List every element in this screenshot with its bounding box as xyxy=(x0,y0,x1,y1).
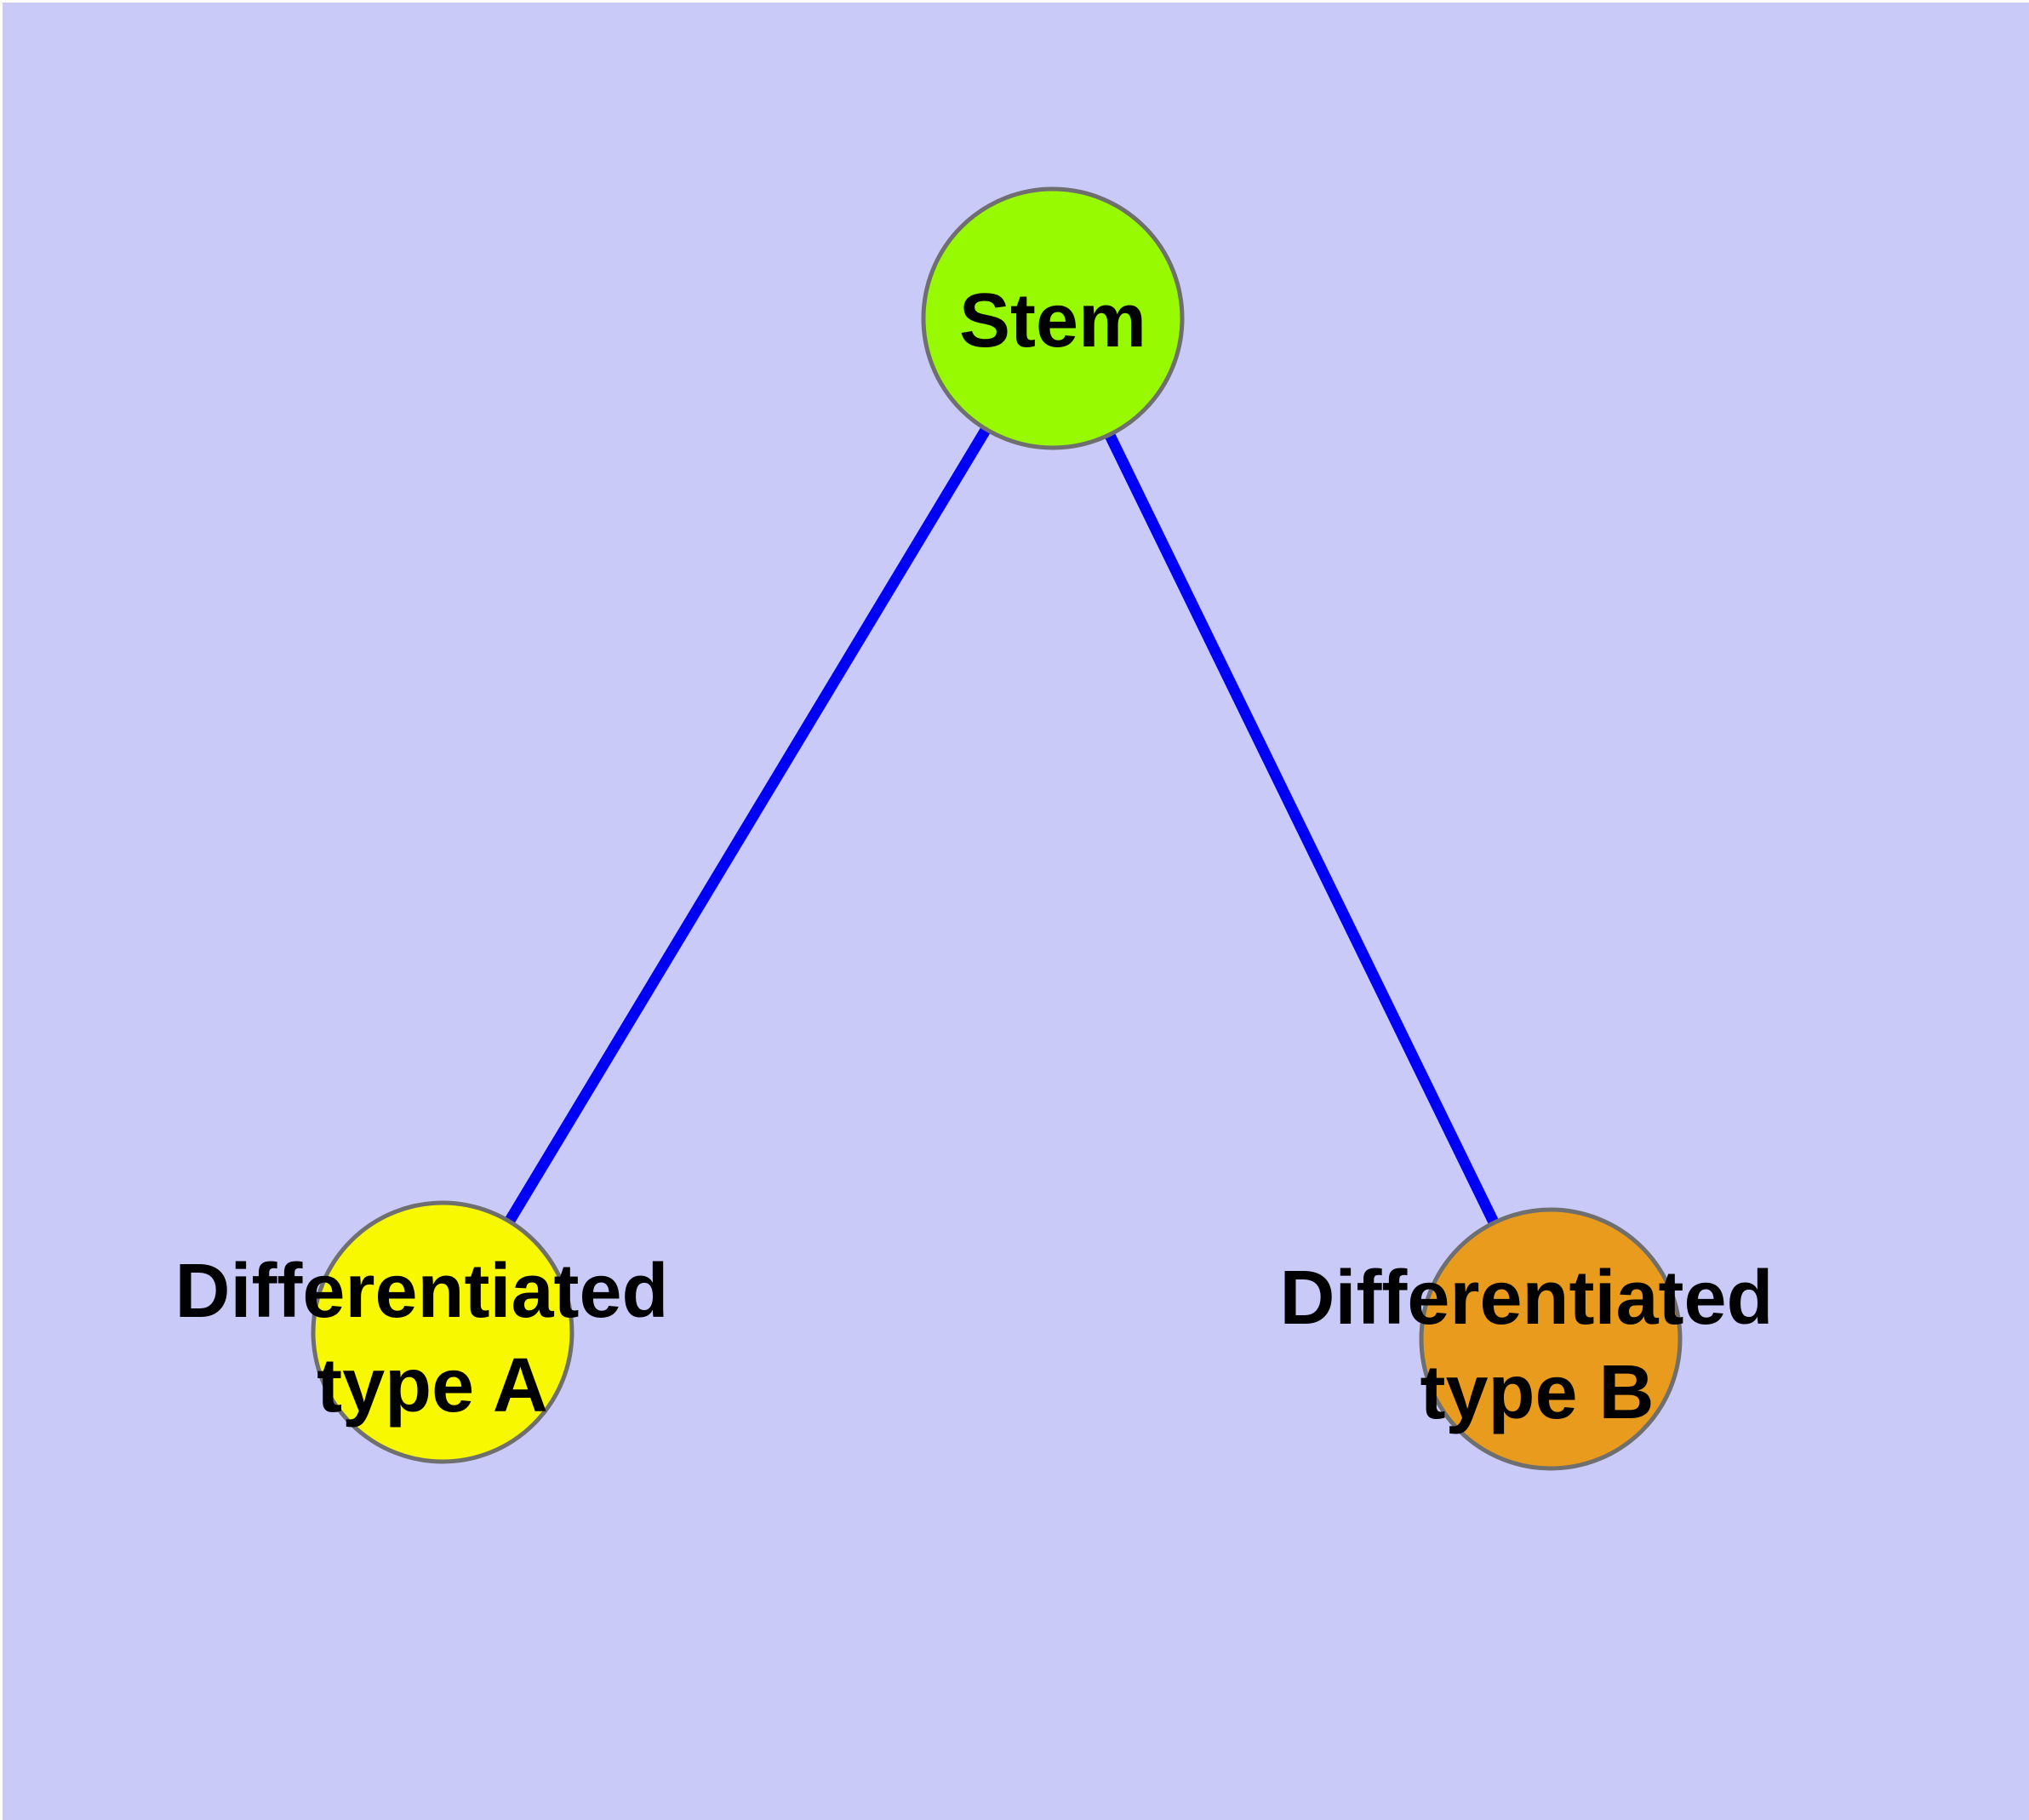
node-stem-circle xyxy=(921,186,1185,450)
node-type-a-label-line1: Differentiated xyxy=(174,1249,668,1334)
node-type-a-circle xyxy=(311,1200,574,1464)
node-type-b-label-line1: Differentiated xyxy=(1279,1256,1773,1341)
edge-stem-to-type-b xyxy=(1048,316,1556,1342)
node-stem-label: Stem xyxy=(959,278,1146,363)
node-type-b-circle xyxy=(1419,1207,1683,1471)
node-type-b-label: Differentiated type B xyxy=(1279,1256,1794,1435)
node-type-b-label-line2: type B xyxy=(1420,1350,1654,1435)
node-type-a-label: Differentiated type A xyxy=(174,1249,689,1428)
node-type-a-label-line2: type A xyxy=(317,1343,548,1428)
edge-stem-to-type-a xyxy=(437,315,1058,1336)
